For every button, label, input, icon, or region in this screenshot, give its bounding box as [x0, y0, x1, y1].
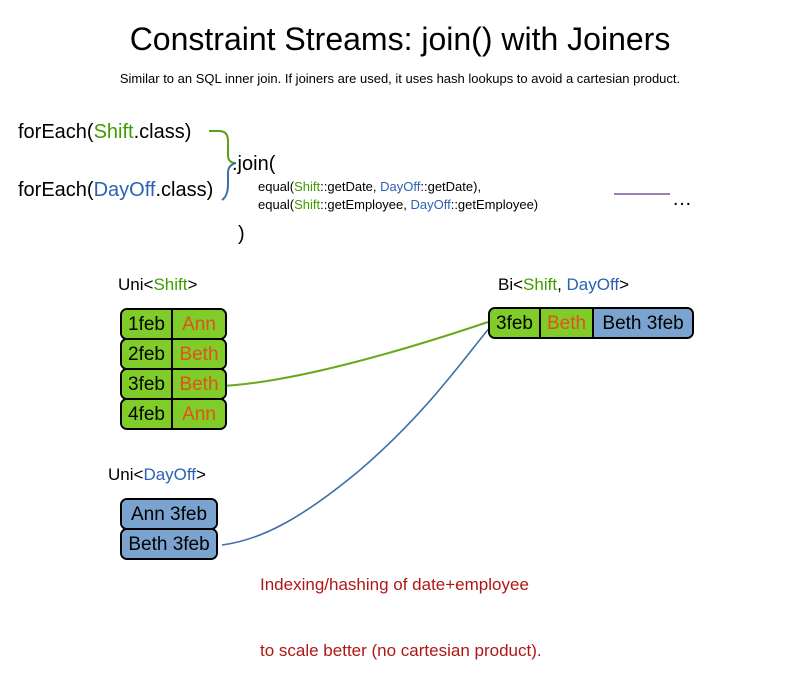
- foreach-shift-prefix: forEach(: [18, 121, 94, 143]
- shift-row-employee: Beth: [172, 340, 225, 368]
- foreach-dayoff-prefix: forEach(: [18, 179, 94, 201]
- joiner-1-left-ref: ::getDate,: [320, 179, 381, 194]
- code-join-close: ): [238, 223, 245, 245]
- joiner-1-fn: equal(: [258, 179, 295, 194]
- bi-row-date: 3feb: [490, 309, 541, 337]
- table-row[interactable]: 4feb Ann: [120, 398, 227, 430]
- uni-dayoff-suffix: >: [196, 465, 206, 484]
- bi-row-dayoff: Beth 3feb: [594, 309, 693, 337]
- bi-separator: ,: [557, 275, 567, 294]
- uni-dayoff-type: DayOff: [143, 465, 197, 484]
- shift-row-employee: Ann: [172, 310, 225, 338]
- table-row[interactable]: 2feb Beth: [120, 338, 227, 370]
- caption-line-1: Indexing/hashing of date+employee: [260, 575, 529, 594]
- code-foreach-shift: forEach(Shift.class): [18, 120, 191, 144]
- uni-shift-type: Shift: [153, 275, 188, 294]
- dayoff-row-text: Beth 3feb: [122, 530, 216, 558]
- bi-type-b: DayOff: [566, 275, 620, 294]
- dayoff-to-bi-curve: [221, 324, 493, 546]
- joiner-line-1: equal(Shift::getDate, DayOff::getDate),: [258, 178, 538, 196]
- table-row[interactable]: 3feb Beth Beth 3feb: [488, 307, 695, 339]
- page-subtitle: Similar to an SQL inner join. If joiners…: [119, 71, 681, 86]
- joiner-line-2: equal(Shift::getEmployee, DayOff::getEmp…: [258, 196, 538, 214]
- shift-row-employee: Ann: [172, 400, 225, 428]
- code-join-open: .join(: [232, 153, 276, 175]
- list-item[interactable]: Ann 3feb: [120, 498, 218, 530]
- ellipsis-text: …: [672, 188, 692, 210]
- code-join-arguments: equal(Shift::getDate, DayOff::getDate),e…: [258, 178, 538, 214]
- foreach-shift-type: Shift: [93, 121, 134, 143]
- uni-shift-prefix: Uni<: [118, 275, 154, 294]
- bi-suffix: >: [619, 275, 630, 294]
- joiner-2-left-ref: ::getEmployee,: [320, 197, 411, 212]
- shift-row-date: 2feb: [122, 340, 173, 368]
- foreach-shift-suffix: .class): [133, 121, 192, 143]
- list-item[interactable]: Beth 3feb: [120, 528, 218, 560]
- label-uni-dayoff: Uni<DayOff>: [108, 464, 206, 486]
- joiner-1-right-ref: ::getDate),: [420, 179, 482, 194]
- bi-type-a: Shift: [523, 275, 558, 294]
- joiner-2-right-ref: ::getEmployee): [450, 197, 539, 212]
- joiner-1-right-type: DayOff: [380, 179, 421, 194]
- foreach-dayoff-suffix: .class): [155, 179, 214, 201]
- dayoff-row-text: Ann 3feb: [122, 500, 216, 528]
- caption-line-2: to scale better (no cartesian product).: [260, 641, 542, 660]
- label-bi-shift-dayoff: Bi<Shift, DayOff>: [498, 274, 629, 296]
- shift-row-date: 1feb: [122, 310, 173, 338]
- table-row[interactable]: 1feb Ann: [120, 308, 227, 340]
- shift-row-date: 4feb: [122, 400, 173, 428]
- foreach-dayoff-type: DayOff: [93, 179, 156, 201]
- shift-row-date: 3feb: [122, 370, 173, 398]
- caption-note: Indexing/hashing of date+employee to sca…: [260, 530, 542, 684]
- bi-row-employee: Beth: [540, 309, 595, 337]
- label-uni-shift: Uni<Shift>: [118, 274, 197, 296]
- joiner-2-fn: equal(: [258, 197, 295, 212]
- uni-dayoff-prefix: Uni<: [108, 465, 144, 484]
- table-row[interactable]: 3feb Beth: [120, 368, 227, 400]
- joiner-1-left-type: Shift: [294, 179, 321, 194]
- shift-to-bi-curve: [221, 321, 489, 387]
- uni-shift-suffix: >: [187, 275, 198, 294]
- bi-prefix: Bi<: [498, 275, 524, 294]
- joiner-2-left-type: Shift: [294, 197, 321, 212]
- shift-row-employee: Beth: [172, 370, 225, 398]
- code-foreach-dayoff: forEach(DayOff.class): [18, 178, 213, 202]
- page-title: Constraint Streams: join() with Joiners: [129, 21, 671, 57]
- joiner-2-right-type: DayOff: [410, 197, 451, 212]
